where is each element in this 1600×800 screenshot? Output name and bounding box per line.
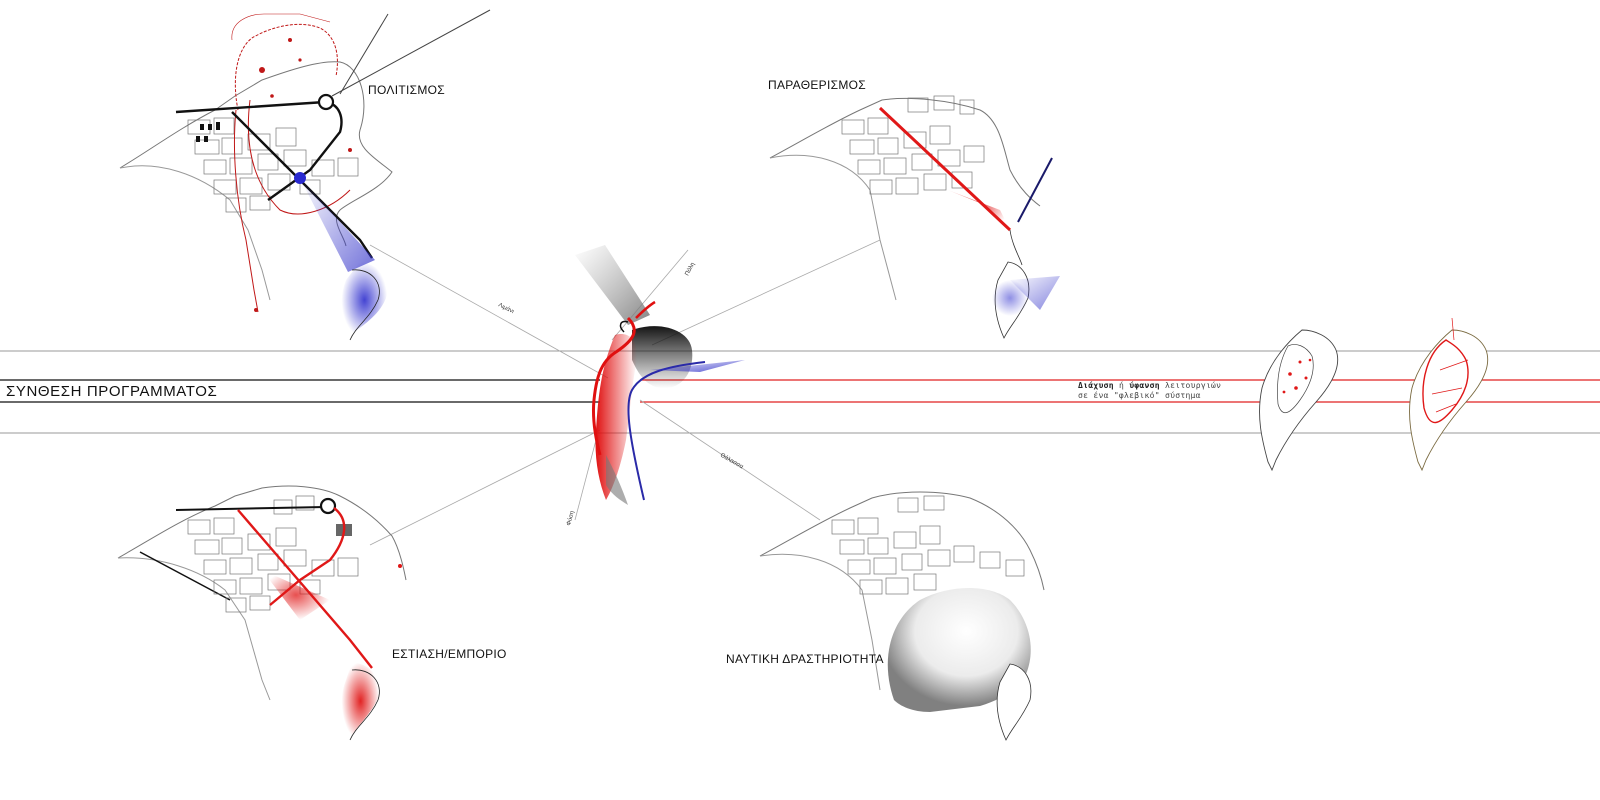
note-line-2: σε ένα "φλεβικό" σύστημα	[1078, 391, 1201, 400]
note-conjunction: ή	[1113, 381, 1130, 390]
map-dining	[117, 485, 407, 741]
note-word-diffusion: Διάχυση	[1078, 381, 1114, 390]
label-synthesis: ΣΥΝΘΕΣΗ ΠΡΟΓΡΑΜΜΑΤΟΣ	[6, 383, 218, 400]
vein-sketch-1	[1259, 329, 1339, 472]
label-dining: ΕΣΤΙΑΣΗ/ΕΜΠΟΡΙΟ	[392, 647, 507, 661]
function-diffusion-note: Διάχυση ή ύφανση λειτουργιών σε ένα "φλε…	[1078, 381, 1221, 401]
label-nautical: ΝΑΥΤΙΚΗ ΔΡΑΣΤΗΡΙΟΤΗΤΑ	[726, 652, 884, 666]
vein-sketch-2	[1409, 317, 1489, 472]
label-holiday: ΠΑΡΑΘΕΡΙΣΜΟΣ	[768, 78, 866, 92]
central-core-figure	[575, 245, 745, 505]
map-nautical	[759, 491, 1045, 741]
map-culture	[119, 9, 491, 341]
radial-connector-lines	[369, 239, 881, 546]
axis-label-down: Φύση	[566, 510, 576, 526]
label-culture: ΠΟΛΙΤΙΣΜΟΣ	[368, 83, 445, 97]
map-holiday	[769, 95, 1060, 339]
axis-label-right: Θάλασσα	[719, 452, 745, 471]
horizontal-band-lines	[0, 350, 1600, 434]
axis-label-left: Λιμάνι	[497, 302, 516, 316]
axis-label-up: Πόλη	[684, 261, 697, 277]
note-word-weaving: ύφανση	[1129, 381, 1160, 390]
note-rest: λειτουργιών	[1159, 381, 1222, 390]
